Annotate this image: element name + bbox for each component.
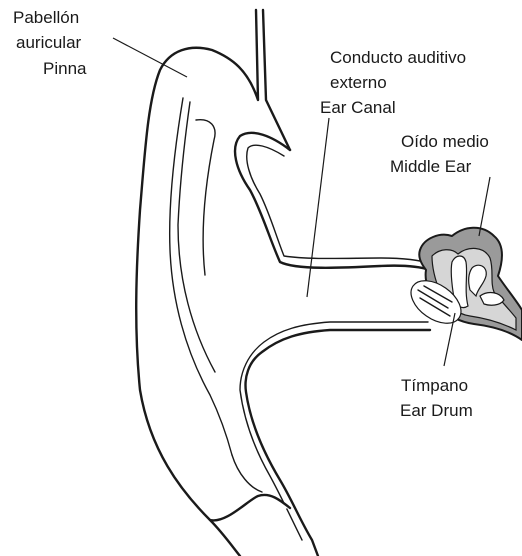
ear-drum-label-es: Tímpano [401,376,468,395]
pinna-label-en: Pinna [43,59,87,78]
pinna-label-es-1: Pabellón [13,8,79,27]
pinna-label-es-2: auricular [16,33,82,52]
middle-ear-leader-line [479,177,490,236]
middle-ear-label-en: Middle Ear [390,157,472,176]
concha-edge [235,133,430,270]
ear-canal-label-es-2: externo [330,73,387,92]
canal-floor [246,330,430,556]
middle-ear-drawing [403,228,522,340]
ear-canal-label-es-1: Conducto auditivo [330,48,466,67]
ear-canal-label-en: Ear Canal [320,98,396,117]
helix-inner-edge [263,10,290,150]
middle-ear-label-es: Oído medio [401,132,489,151]
helix-outline [136,10,258,556]
ear-drum-label-en: Ear Drum [400,401,473,420]
pinna-drawing [136,10,432,556]
